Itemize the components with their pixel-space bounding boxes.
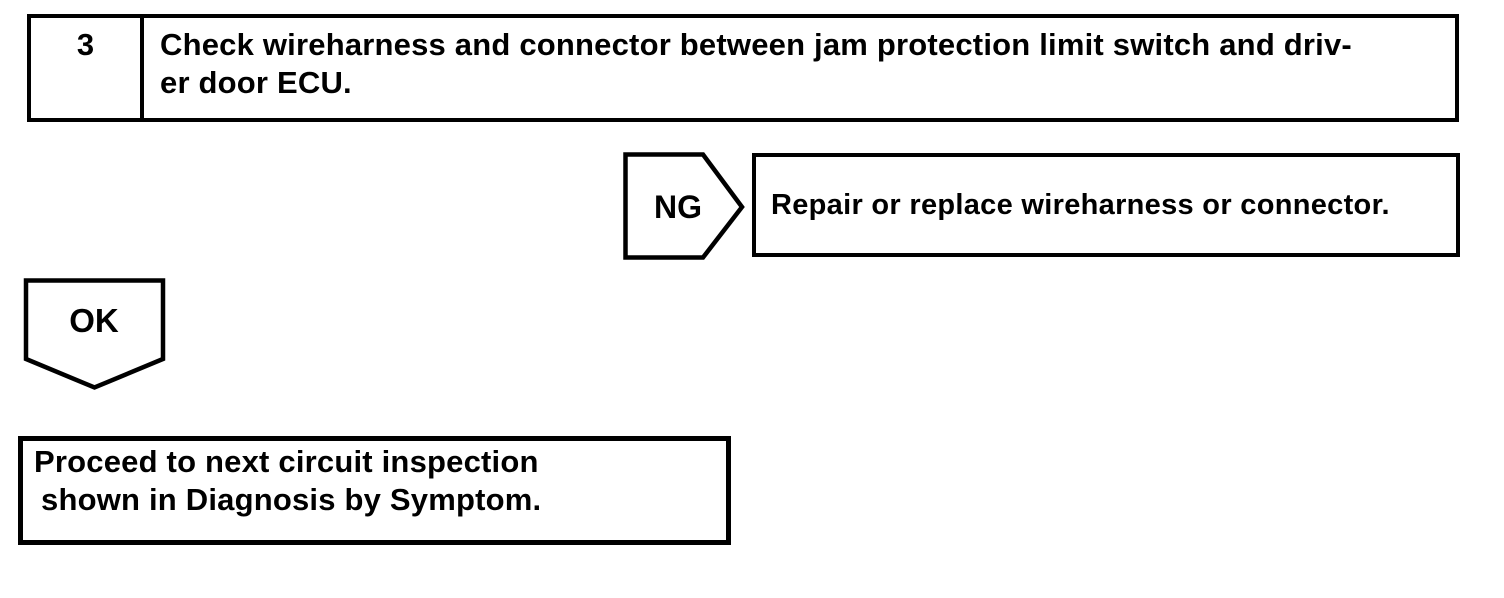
- step-box: 3 Check wireharness and connector betwee…: [27, 14, 1459, 122]
- ok-label: OK: [69, 302, 119, 339]
- ng-action-box: Repair or replace wireharness or connect…: [752, 153, 1460, 257]
- ng-connector-shape: NG: [623, 152, 745, 260]
- ok-connector-shape: OK: [23, 278, 166, 390]
- step-number: 3: [76, 27, 95, 62]
- ng-action-text: Repair or replace wireharness or connect…: [771, 188, 1390, 221]
- step-instruction: Check wireharness and connector between …: [144, 18, 1455, 118]
- ok-action-box: Proceed to next circuit inspection shown…: [18, 436, 731, 545]
- ok-action-line2: shown in Diagnosis by Symptom.: [41, 482, 542, 517]
- ok-action-line1: Proceed to next circuit inspection: [34, 444, 539, 479]
- ok-pentagon-icon: [23, 278, 166, 390]
- step-instruction-line2: er door ECU.: [160, 65, 352, 100]
- ng-label: NG: [654, 189, 702, 225]
- step-instruction-line1: Check wireharness and connector between …: [160, 27, 1352, 62]
- step-number-cell: 3: [31, 18, 144, 118]
- ng-pentagon-icon: [623, 152, 745, 260]
